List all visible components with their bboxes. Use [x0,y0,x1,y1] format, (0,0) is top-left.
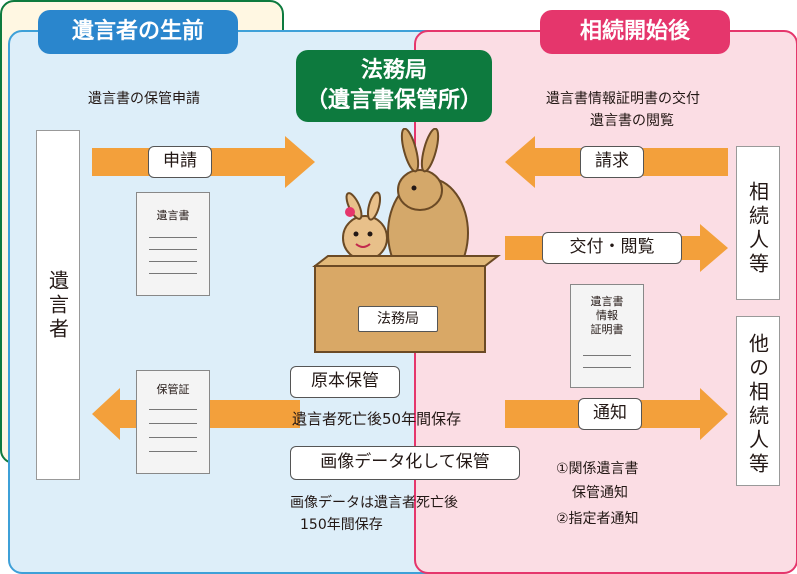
image-storage-label: 画像データ化して保管 [290,446,520,480]
apply-label: 申請 [148,146,212,178]
notice-text-2: 保管通知 [572,485,628,501]
viewing-caption: 遺言書の閲覧 [590,113,674,129]
legal-affairs-tab: 法務局 （遺言書保管所） [296,50,492,122]
will-document-icon: 遺言書 [136,192,210,296]
other-heirs-label: 他の相続人等 [745,332,770,477]
testator-label: 遺言者 [45,270,70,342]
legal-affairs-subtitle: （遺言書保管所） [305,88,482,113]
original-storage-label: 原本保管 [290,366,400,398]
certificate-document-icon: 保管証 [136,370,210,474]
image-period-text-1: 画像データは遺言者死亡後 [290,495,458,511]
heirs-box: 相続人等 [736,146,780,300]
box-label: 法務局 [358,306,438,332]
certificate-document-label: 保管証 [156,383,190,396]
info-cert-label-3: 証明書 [590,323,624,336]
request-label: 請求 [580,146,644,178]
cert-issue-caption: 遺言書情報証明書の交付 [546,91,700,107]
info-cert-label-1: 遺言書 [590,295,624,308]
legal-affairs-title: 法務局 [360,58,427,83]
kangaroo-illustration [312,128,501,353]
will-document-label: 遺言書 [156,209,190,222]
after-tab: 相続開始後 [540,10,730,54]
notice-text-1: ①関係遺言書 [556,461,639,477]
before-tab: 遺言者の生前 [38,10,238,54]
issue-view-label: 交付・閲覧 [542,232,682,264]
heirs-label: 相続人等 [745,181,770,277]
image-period-text-2: 150年間保存 [300,517,383,533]
testator-box: 遺言者 [36,130,80,480]
original-period-text: 遺言者死亡後50年間保存 [292,410,462,428]
other-heirs-box: 他の相続人等 [736,316,780,486]
info-cert-document-icon: 遺言書 情報 証明書 [570,284,644,388]
notify-label: 通知 [578,398,642,430]
notice-text-3: ②指定者通知 [556,511,639,527]
info-cert-label-2: 情報 [596,309,618,322]
storage-request-caption: 遺言書の保管申請 [88,91,200,107]
